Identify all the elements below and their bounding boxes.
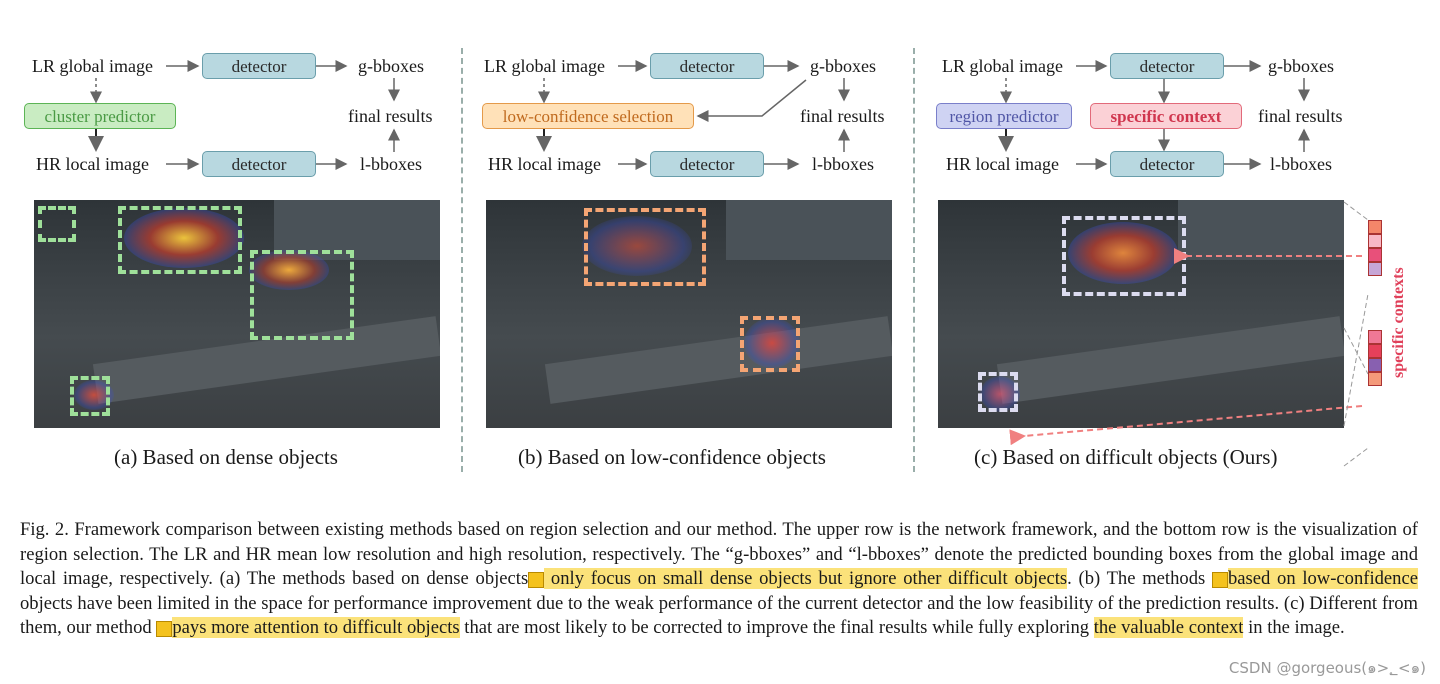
caption-text: in the image. [1243, 617, 1345, 639]
g-bboxes-label: g-bboxes [1268, 56, 1334, 76]
caption-text: Fig. 2. Framework comparison between exi… [20, 519, 1418, 590]
aerial-heatmap-image [938, 200, 1344, 428]
g-bboxes-label: g-bboxes [358, 56, 424, 76]
lr-global-image-label: LR global image [32, 56, 153, 76]
panel-b-arrows [536, 60, 850, 170]
low-confidence-region-box [584, 208, 706, 286]
panel-c-arrows [998, 60, 1310, 170]
caption-c: (c) Based on difficult objects (Ours) [974, 445, 1278, 469]
caption-text: . (b) The methods [1067, 568, 1212, 590]
lr-global-image-label: LR global image [484, 56, 605, 76]
final-results-label: final results [800, 106, 885, 126]
detector-box: detector [202, 53, 316, 79]
caption-b: (b) Based on low-confidence objects [518, 445, 826, 469]
detector-box: detector [1110, 53, 1224, 79]
context-links [1009, 201, 1369, 467]
detector-box: detector [1110, 151, 1224, 177]
g-bboxes-label: g-bboxes [810, 56, 876, 76]
final-results-label: final results [348, 106, 433, 126]
csdn-watermark: CSDN @gorgeous(๑>؂<๑) [1228, 659, 1426, 677]
dense-region-box [70, 376, 110, 416]
l-bboxes-label: l-bboxes [812, 154, 874, 174]
dense-region-box [118, 206, 242, 274]
hr-local-image-label: HR local image [36, 154, 149, 174]
caption-text: objects have been limited in the space f… [20, 592, 1418, 639]
specific-contexts-label: specific contexts [1390, 267, 1407, 378]
panel-b: LR global image detector g-bboxes low-co… [480, 40, 900, 480]
dense-region-box [250, 250, 354, 340]
specific-context-box: specific context [1090, 103, 1242, 129]
highlighted-text: pays more attention to difficult objects [172, 617, 460, 639]
aerial-heatmap-image [486, 200, 892, 428]
detector-box: detector [650, 53, 764, 79]
highlighted-text: only focus on small dense objects but ig… [544, 568, 1068, 590]
region-predictor-box: region predictor [936, 103, 1072, 129]
l-bboxes-label: l-bboxes [360, 154, 422, 174]
panel-divider [913, 48, 915, 472]
final-results-label: final results [1258, 106, 1343, 126]
panel-c: LR global image detector g-bboxes region… [932, 40, 1432, 480]
lr-global-image-label: LR global image [942, 56, 1063, 76]
caption-text: that are most likely to be corrected to … [459, 617, 1094, 639]
low-confidence-region-box [740, 316, 800, 372]
note-icon[interactable] [156, 621, 173, 638]
dense-region-box [38, 206, 76, 242]
difficult-region-box [978, 372, 1018, 412]
figure-caption: Fig. 2. Framework comparison between exi… [20, 518, 1418, 641]
note-icon[interactable] [528, 571, 545, 588]
cluster-predictor-box: cluster predictor [24, 103, 176, 129]
detector-box: detector [650, 151, 764, 177]
panel-a-arrows [88, 60, 400, 170]
aerial-heatmap-image [34, 200, 440, 428]
l-bboxes-label: l-bboxes [1270, 154, 1332, 174]
panel-divider [461, 48, 463, 472]
context-feature-bar-2 [1368, 330, 1382, 386]
panel-a: LR global image detector g-bboxes cluste… [24, 40, 448, 480]
hr-local-image-label: HR local image [946, 154, 1059, 174]
detector-box: detector [202, 151, 316, 177]
context-feature-bar-1 [1368, 220, 1382, 276]
highlighted-text: based on low-confidence [1227, 568, 1418, 590]
low-confidence-selection-box: low-confidence selection [482, 103, 694, 129]
hr-local-image-label: HR local image [488, 154, 601, 174]
note-icon[interactable] [1211, 571, 1228, 588]
highlighted-text: the valuable context [1093, 617, 1244, 639]
caption-a: (a) Based on dense objects [114, 445, 338, 469]
